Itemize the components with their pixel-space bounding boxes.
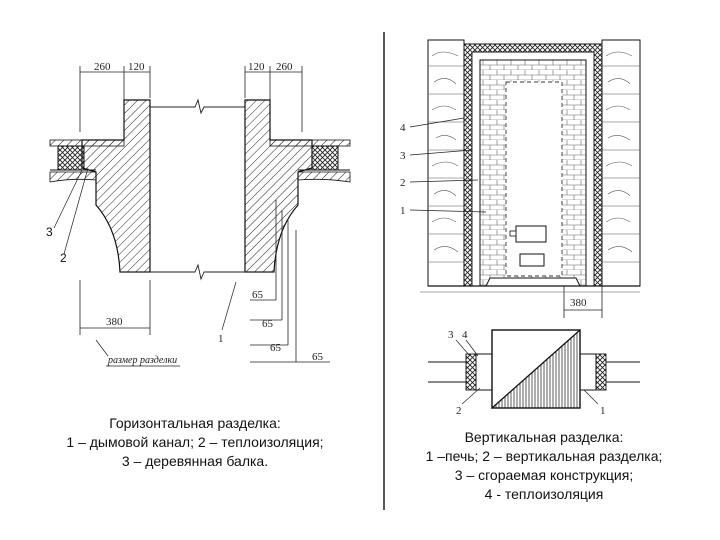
wood-grain-right (602, 51, 640, 263)
stove-base (485, 277, 581, 287)
callout-2-plan: 2 (456, 405, 462, 417)
dim-260-left: 260 (94, 61, 111, 73)
dim-65-3: 65 (270, 342, 282, 354)
callout-1-elev: 1 (400, 205, 406, 217)
plan-insulation-left (465, 353, 477, 391)
plan-insulation-right (595, 353, 607, 391)
caption-vertical-line-4: 4 - теплоизоляция (484, 486, 604, 502)
callout-2-elev: 2 (400, 177, 406, 189)
dim-65-4: 65 (312, 351, 324, 363)
flue-break-top (150, 98, 245, 115)
callout-1-left: 1 (218, 333, 224, 345)
callout-3-plan: 3 (448, 329, 454, 341)
size-label: размер разделки (107, 355, 177, 366)
wood-grain-left (428, 51, 464, 263)
bottom-dimension (79, 280, 151, 335)
callout-3-left: 3 (46, 225, 53, 239)
caption-horizontal-line-1: Горизонтальная разделка: (109, 415, 281, 431)
flue-break-bottom (120, 263, 274, 281)
callout-4-plan: 4 (462, 329, 468, 341)
caption-horizontal: Горизонтальная разделка: 1 – дымовой кан… (20, 414, 370, 471)
dim-380-right: 380 (570, 297, 587, 309)
timber-wall-left (427, 39, 465, 287)
insulation-right (311, 145, 339, 171)
floor-slab-left (49, 139, 125, 147)
horizontal-clearance-figure: 260 120 120 260 65 65 (46, 61, 351, 367)
caption-vertical-line-1: Вертикальная разделка: (464, 429, 624, 445)
right-leaders (409, 117, 487, 213)
stove-door-lower (519, 253, 545, 267)
dim-380-left: 380 (106, 316, 123, 328)
floor-slab-right (269, 139, 351, 147)
dim-65-1: 65 (252, 289, 264, 301)
callout-2-left: 2 (60, 251, 67, 265)
caption-vertical-line-3: 3 – сгораемая конструкция; (454, 467, 634, 483)
beam-left (49, 171, 97, 183)
beam-right (297, 171, 351, 183)
plan-clearance-right (579, 353, 597, 391)
size-label-leader (95, 339, 109, 357)
top-dimension-lines (79, 66, 303, 132)
timber-wall-right (601, 39, 641, 287)
stove-core (505, 81, 563, 277)
dim-120-right: 120 (248, 61, 265, 73)
insulation-left (57, 145, 85, 171)
plan-section (428, 328, 640, 409)
right-dimension-lines (250, 200, 330, 363)
plan-clearance-left (475, 353, 493, 391)
leader-2 (63, 167, 89, 255)
callout-4-elev: 4 (400, 122, 406, 134)
callout-1-plan: 1 (600, 405, 606, 417)
stove-door-upper (515, 225, 547, 243)
leader-3 (53, 169, 83, 229)
caption-vertical: Вертикальная разделка: 1 –печь; 2 – верт… (384, 428, 704, 504)
caption-horizontal-line-2: 1 – дымовой канал; 2 – теплоизоляция; (66, 434, 324, 450)
dim-65-2: 65 (262, 318, 274, 330)
right-bottom-dimension (563, 286, 603, 318)
leader-1 (221, 281, 237, 331)
dim-260-right: 260 (276, 61, 293, 73)
vertical-clearance-figure: 380 4 3 2 1 (400, 39, 641, 417)
caption-vertical-line-2: 1 –печь; 2 – вертикальная разделка; (425, 448, 663, 464)
dim-120-left: 120 (128, 61, 145, 73)
chimney-wall-left (81, 99, 151, 273)
caption-horizontal-line-3: 3 – деревянная балка. (121, 453, 269, 469)
callout-3-elev: 3 (400, 150, 406, 162)
